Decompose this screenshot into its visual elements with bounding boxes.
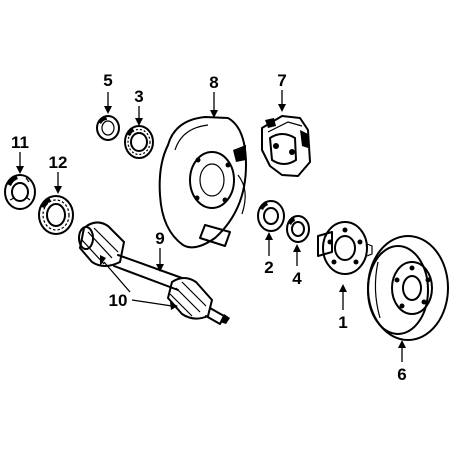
callout-5: 5: [103, 71, 112, 90]
part-7-caliper: [261, 115, 311, 177]
leader-lines: [16, 90, 406, 362]
part-4-seal: [286, 215, 310, 243]
part-9-axle-shaft: [113, 254, 183, 291]
callout-8: 8: [209, 73, 218, 92]
part-12-bearing: [38, 195, 74, 235]
part-3-bearing: [124, 125, 154, 159]
callout-6: 6: [397, 365, 406, 384]
callout-7: 7: [277, 71, 286, 90]
part-6-brake-rotor: [367, 235, 449, 341]
part-2-bearing: [257, 200, 285, 232]
callout-11: 11: [11, 133, 29, 152]
callout-3: 3: [134, 87, 143, 106]
part-1-hub: [317, 221, 373, 275]
part-8-dust-shield: [158, 116, 247, 249]
callout-1: 1: [338, 313, 347, 332]
callout-12: 12: [49, 153, 68, 172]
part-10-cv-joint-outer: [167, 277, 230, 325]
part-5-seal: [96, 115, 120, 141]
callout-10: 10: [109, 291, 128, 310]
part-11-seal: [4, 174, 36, 210]
callout-9: 9: [155, 229, 164, 248]
callout-labels: 1 2 3 4 5 6 7 8 9 10 11 12: [11, 71, 407, 384]
callout-2: 2: [264, 258, 273, 277]
callout-4: 4: [292, 269, 302, 288]
